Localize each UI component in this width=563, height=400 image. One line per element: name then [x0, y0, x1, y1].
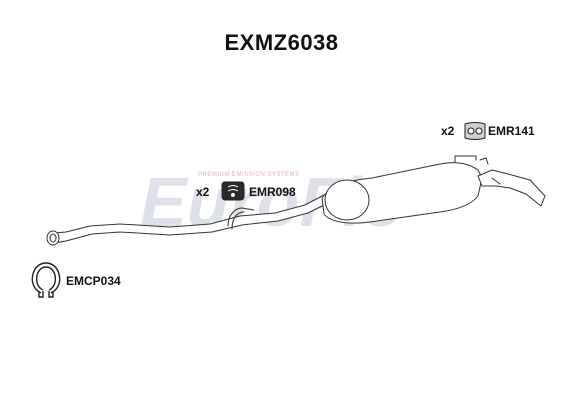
- exhaust-assembly: [46, 155, 546, 246]
- part-emr098-code: EMR098: [249, 185, 296, 199]
- tail-pipe-seam: [491, 177, 501, 185]
- watermark-tagline: PREMIUM EMISSION SYSTEMS: [198, 172, 300, 178]
- silencer-end-cap: [324, 179, 370, 221]
- silencer-hanger-bracket: [454, 155, 477, 163]
- exhaust-mounting-rubber-icon: [221, 181, 245, 201]
- pipe-clamp-icon: [31, 262, 61, 298]
- page-title: EXMZ6038: [224, 30, 339, 55]
- part-emr141-quantity: x2: [441, 124, 455, 138]
- hanger-wire-front: [227, 207, 255, 227]
- part-emr098-quantity: x2: [196, 185, 210, 199]
- pipe-inlet-bore: [49, 233, 57, 243]
- rubber-hanger-icon: [464, 122, 486, 140]
- tail-pipe: [477, 169, 546, 207]
- part-emcp034-code: EMCP034: [66, 274, 121, 288]
- part-emr141-code: EMR141: [488, 124, 535, 138]
- hanger-wire-front-inner: [231, 211, 245, 230]
- silencer-hanger-pin: [479, 157, 489, 165]
